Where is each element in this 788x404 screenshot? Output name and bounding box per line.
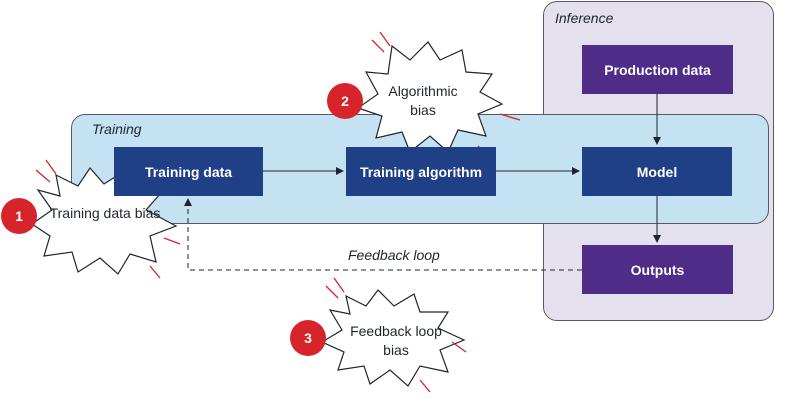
inference-zone-label: Inference <box>555 10 614 26</box>
training-data-box: Training data <box>114 147 263 196</box>
bias-badge-3: 3 <box>290 320 326 356</box>
bias-badge-2: 2 <box>327 83 363 119</box>
production-data-box: Production data <box>582 45 733 94</box>
feedback-loop-label: Feedback loop <box>348 247 440 263</box>
outputs-box: Outputs <box>582 245 733 294</box>
burst-shape-algorithmic-bias <box>356 41 504 153</box>
burst-shape-feedback-loop-bias <box>320 289 466 387</box>
feedback-loop-bias-label: Feedback loop bias <box>350 323 442 358</box>
burst-accent-lines <box>35 31 521 393</box>
training-data-bias-label: Training data bias <box>49 205 161 221</box>
training-zone-label: Training <box>92 121 142 137</box>
training-algorithm-box: Training algorithm <box>346 147 496 196</box>
feedback-loop-arrow <box>184 198 582 271</box>
watermark: 掘金技术社区 @ 数据智能老司机 <box>466 372 729 392</box>
algorithmic-bias-label: Algorithmic bias <box>388 83 458 118</box>
model-box: Model <box>582 147 732 196</box>
bias-badge-1: 1 <box>1 198 37 234</box>
